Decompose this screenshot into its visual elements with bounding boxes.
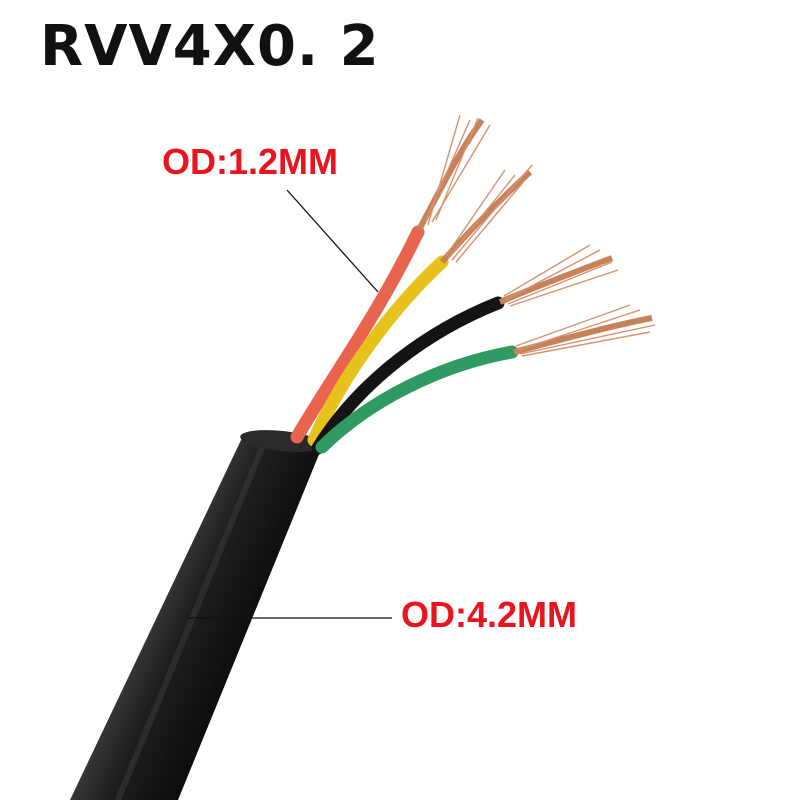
sheath-od-label: OD:4.2MM: [401, 594, 578, 635]
conductor-yellow: [307, 164, 533, 447]
conductor-green: [315, 304, 656, 454]
product-title: RVV4X0. 2: [40, 14, 380, 79]
leader-line-conductor: [286, 189, 379, 293]
conductor-red: [290, 114, 491, 444]
conductor-od-label: OD:1.2MM: [162, 141, 339, 182]
conductor-black: [311, 244, 619, 455]
cable-sheath: [70, 430, 324, 800]
